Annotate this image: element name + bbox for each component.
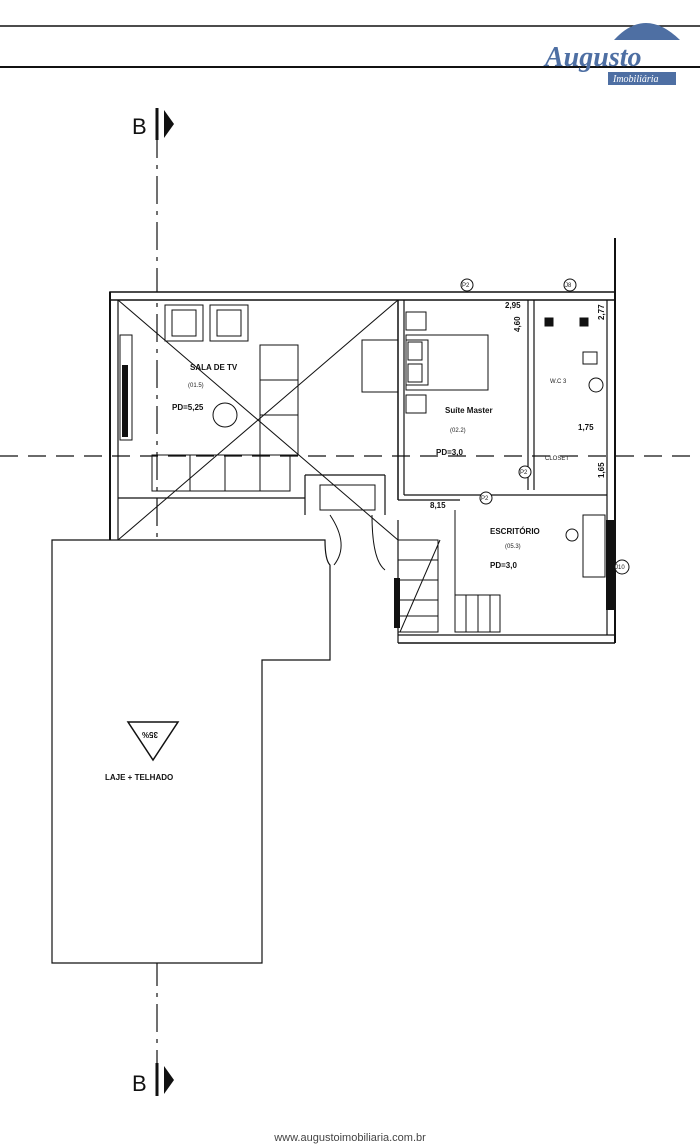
chair-icon xyxy=(565,528,579,542)
dimension-label: 8,15 xyxy=(430,501,446,510)
logo-text: Augusto xyxy=(543,42,642,73)
room-label-sala-tv: SALA DE TV xyxy=(190,363,238,372)
svg-text:P2: P2 xyxy=(462,283,470,289)
room-code: (02.2) xyxy=(450,428,466,434)
svg-text:P2: P2 xyxy=(481,496,489,502)
opening-marker: J8 xyxy=(563,278,577,292)
slope-indicator: 35% xyxy=(126,721,180,762)
window-right xyxy=(606,520,614,610)
desk-icon xyxy=(582,514,606,578)
logo-subtitle: Imobiliária xyxy=(612,74,659,85)
section-marker-bottom: B xyxy=(132,1063,174,1096)
upper-floor-walls xyxy=(109,238,616,644)
opening-marker: J10 xyxy=(614,559,630,575)
table-icon xyxy=(212,402,238,428)
room-label-laje: LAJE + TELHADO xyxy=(105,773,173,782)
augusto-logo: Augusto Imobiliária xyxy=(543,23,680,85)
door-swing xyxy=(371,514,386,571)
footer-url: www.augustoimobiliaria.com.br xyxy=(274,1132,426,1144)
dimension-label: 2,77 xyxy=(597,304,606,320)
room-height-label: PD=5,25 xyxy=(172,403,204,412)
svg-text:P2: P2 xyxy=(520,470,528,476)
room-label-escritorio: ESCRITÓRIO xyxy=(490,527,540,536)
door-swing xyxy=(329,514,342,566)
bed-icon xyxy=(405,311,489,414)
room-code: (01.5) xyxy=(188,383,204,389)
armchair-icon xyxy=(164,304,249,342)
opening-marker: P2 xyxy=(460,278,474,292)
slope-label: 35% xyxy=(142,730,158,739)
room-label-suite: Suíte Master xyxy=(445,406,493,415)
svg-text:B: B xyxy=(132,1071,147,1096)
room-label-wc: W.C 3 xyxy=(550,379,567,385)
svg-text:J8: J8 xyxy=(565,283,572,289)
opening-marker: P2 xyxy=(518,465,532,479)
dimension-label: 1,65 xyxy=(597,462,606,478)
staircase xyxy=(397,510,501,633)
svg-text:B: B xyxy=(132,114,147,139)
sofa-icon xyxy=(151,344,299,492)
dimension-label: 2,95 xyxy=(505,301,521,310)
void-cross-line xyxy=(117,299,399,541)
wall-segment xyxy=(394,578,400,628)
roof-slab-outline xyxy=(51,539,331,964)
dimension-label: 4,60 xyxy=(513,316,522,332)
room-height-label: PD=3,0 xyxy=(490,561,517,570)
room-height-label: PD=3,0 xyxy=(436,448,463,457)
room-code: (05.3) xyxy=(505,544,521,550)
desk-icon xyxy=(361,339,399,393)
section-marker-top: B xyxy=(132,108,174,140)
dimension-label: 1,75 xyxy=(578,423,594,432)
room-label-closet: CLOSET xyxy=(545,456,569,462)
toilet-icon xyxy=(544,317,604,393)
opening-marker: P2 xyxy=(479,491,493,505)
svg-text:J10: J10 xyxy=(615,565,625,571)
